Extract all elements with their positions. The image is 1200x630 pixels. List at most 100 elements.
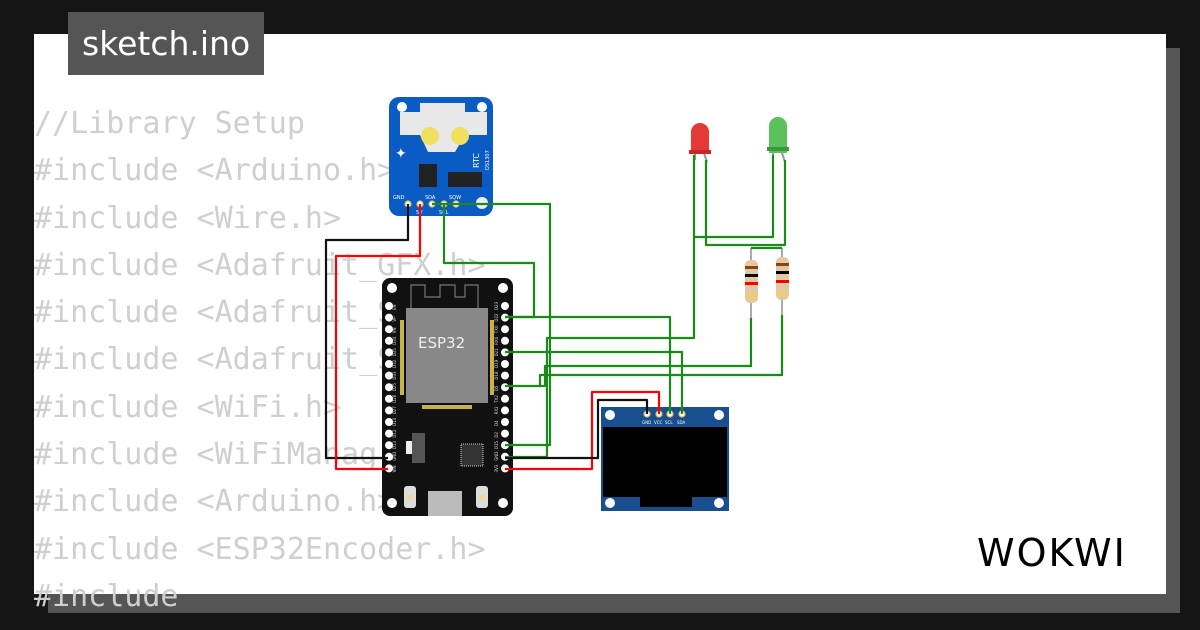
wire-led-cathodes[interactable] — [694, 155, 775, 239]
esp32-pin-label: D19 — [494, 359, 499, 368]
oled-pin-gnd-label: GND — [642, 420, 651, 425]
esp32-pin-label: D18 — [494, 371, 499, 380]
wire-vcc-oled[interactable] — [505, 390, 661, 471]
sketch-filename-tab[interactable]: sketch.ino — [68, 12, 265, 75]
code-line: //Library Setup — [34, 106, 305, 141]
wire-scl-oled[interactable] — [505, 315, 672, 414]
code-line: #include <Arduino.h> — [34, 153, 396, 189]
esp32-pin-label: EN — [392, 304, 397, 310]
esp32-pin-label: 3V3 — [494, 464, 499, 472]
esp32-pin-tx2[interactable] — [501, 394, 509, 403]
esp32-pin-label: VIN — [392, 465, 397, 472]
esp32-pin-label: D35 — [392, 348, 397, 357]
wire-5v-rtc[interactable] — [334, 204, 422, 471]
esp32-pin-d14[interactable] — [385, 418, 393, 426]
rtc-pin-sda-label: SDA — [425, 195, 436, 201]
star-logo-icon: ✦ — [395, 146, 407, 162]
esp32-pin-d32[interactable] — [385, 360, 393, 368]
esp32-pin-label: D33 — [392, 371, 397, 380]
esp32-pin-label: TX2 — [494, 395, 499, 404]
esp32-pin-label: GND — [392, 452, 397, 461]
esp32-pin-vp[interactable] — [385, 313, 393, 322]
red-led[interactable] — [689, 123, 711, 163]
wire-led-anodes[interactable] — [704, 160, 787, 250]
esp32-pin-label: TX0 — [494, 325, 499, 334]
esp32-pin-label: D26 — [392, 394, 397, 403]
esp32-pin-label: D4 — [494, 420, 499, 426]
rtc-chip-label: DS1307 — [485, 150, 491, 170]
rtc-module[interactable]: ✦ RTC DS1307 GND 5V SDA SCL SQW — [389, 97, 493, 216]
esp32-pin-en[interactable] — [385, 302, 393, 310]
wire-resistor-1[interactable] — [505, 318, 753, 388]
green-led[interactable] — [767, 117, 789, 163]
esp32-pin-vn[interactable] — [385, 325, 393, 334]
esp32-pin-label: RX0 — [494, 336, 499, 345]
esp32-pin-label: D25 — [392, 383, 397, 392]
esp32-pin-d12[interactable] — [385, 429, 393, 438]
oled-pin-scl-label: SCL — [665, 420, 673, 425]
esp32-pin-label: D21 — [494, 348, 499, 357]
esp32-board[interactable]: ESP32 ENVPVND34D35D32D33D25D26D27D14D12D… — [382, 278, 513, 516]
esp32-pin-label: D5 — [494, 385, 499, 391]
esp32-pin-label: D32 — [392, 359, 397, 368]
resistor-2[interactable] — [776, 248, 789, 315]
oled-pin-sda-label: SDA — [677, 420, 686, 425]
esp32-pin-label: D27 — [392, 406, 397, 415]
esp32-pin-vin[interactable] — [385, 464, 393, 473]
oled-pin-vcc-label: VCC — [654, 420, 663, 425]
esp32-pin-label: D2 — [494, 432, 499, 438]
esp32-pin-d35[interactable] — [385, 348, 393, 357]
code-line: #include <WiFiManag — [34, 437, 378, 473]
resistor-1[interactable] — [745, 248, 758, 318]
esp32-pin-label: GND — [494, 452, 499, 461]
code-line: #include <ESP32Encoder.h> — [34, 531, 486, 567]
esp32-pin-d13[interactable] — [385, 441, 393, 450]
esp32-pin-d26[interactable] — [385, 394, 393, 403]
esp32-pin-label: VN — [392, 327, 397, 333]
code-line: #include <WiFi.h> — [34, 389, 342, 425]
rtc-label: RTC — [472, 153, 481, 168]
esp32-pin-d25[interactable] — [385, 383, 393, 392]
code-background: //Library Setup #include <Arduino.h> #incl… — [34, 100, 486, 620]
wire-sda-oled[interactable] — [505, 350, 684, 414]
code-line: #include <Adafruit_S — [34, 295, 396, 331]
esp32-pin-d4[interactable] — [501, 418, 509, 426]
code-line: #include — [34, 578, 179, 614]
esp32-pin-label: D34 — [392, 336, 397, 345]
wokwi-logo-text: WOKWI — [977, 531, 1127, 575]
esp32-pin-label: D15 — [494, 441, 499, 450]
esp32-pin-label: D22 — [494, 313, 499, 322]
wokwi-logo: WOKWI — [977, 531, 1127, 575]
esp32-pin-label: RX2 — [494, 406, 499, 415]
code-line: #include <Adafruit_GFX.h> — [34, 247, 486, 283]
esp32-pin-d2[interactable] — [501, 429, 509, 438]
esp32-pin-label: D13 — [392, 441, 397, 450]
esp32-pin-label: D14 — [392, 417, 397, 426]
wire-gnd-oled[interactable] — [505, 398, 649, 460]
esp32-pin-d19[interactable] — [501, 360, 509, 368]
esp32-pin-d34[interactable] — [385, 336, 393, 345]
esp32-pin-d5[interactable] — [501, 383, 509, 392]
esp32-pin-label: VP — [392, 316, 397, 322]
esp32-label: ESP32 — [418, 334, 465, 352]
esp32-pin-rx2[interactable] — [501, 406, 509, 415]
preview-panel — [34, 34, 1166, 594]
esp32-pin-d27[interactable] — [385, 406, 393, 415]
esp32-pin-d18[interactable] — [501, 371, 509, 380]
esp32-pin-d23[interactable] — [501, 302, 509, 310]
esp32-pin-tx0[interactable] — [501, 325, 509, 334]
rtc-pin-sqw-label: SQW — [449, 195, 461, 201]
code-line: #include <Wire.h> — [34, 200, 342, 236]
rtc-pin-gnd-label: GND — [393, 195, 405, 201]
wire-sda-rtc[interactable] — [432, 202, 552, 447]
oled-display[interactable]: GND VCC SCL SDA — [601, 407, 729, 511]
esp32-pin-rx0[interactable] — [501, 336, 509, 345]
wire-resistor-2[interactable] — [538, 315, 784, 386]
esp32-pin-label: D23 — [494, 301, 499, 310]
code-line: #include <Adafruit_S — [34, 342, 396, 378]
code-line: #include <Arduino.h> — [34, 484, 396, 520]
esp32-pin-label: D12 — [392, 429, 397, 438]
esp32-pin-d33[interactable] — [385, 371, 393, 380]
wire-gnd-rtc[interactable] — [324, 204, 410, 460]
